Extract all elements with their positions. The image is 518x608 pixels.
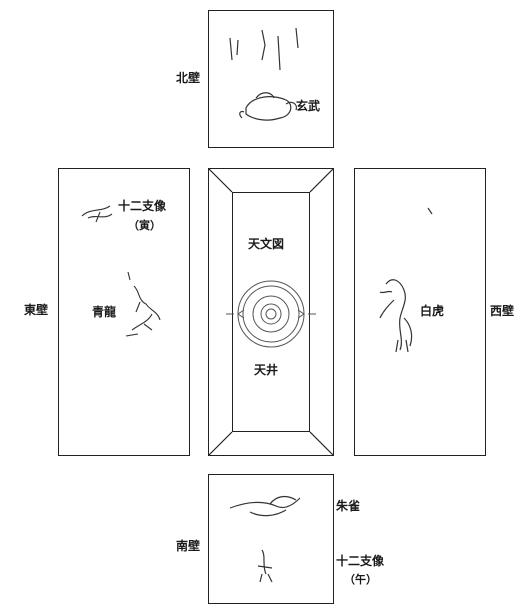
east-wall-label: 東壁 xyxy=(24,303,49,317)
ceiling-label: 天井 xyxy=(254,363,279,377)
north-wall-panel xyxy=(208,10,334,148)
south-figure-label: 朱雀 xyxy=(336,499,361,513)
south-wall-label: 南壁 xyxy=(176,539,201,553)
west-wall-panel xyxy=(354,168,486,456)
north-figure-label: 玄武 xyxy=(296,99,321,113)
west-wall-label: 西壁 xyxy=(490,304,515,318)
south-wall-panel xyxy=(208,474,334,604)
astronomical-chart-label: 天文図 xyxy=(248,237,285,251)
east-figure-label: 青龍 xyxy=(92,305,117,319)
ceiling-inner-panel xyxy=(232,192,310,432)
south-zodiac-label: 十二支像 xyxy=(336,554,385,568)
east-wall-panel xyxy=(58,168,190,456)
north-wall-label: 北壁 xyxy=(176,71,201,85)
east-zodiac-sign: （寅） xyxy=(128,219,161,232)
west-figure-label: 白虎 xyxy=(420,304,445,318)
east-zodiac-label: 十二支像 xyxy=(118,199,167,213)
south-zodiac-sign: （午） xyxy=(344,573,377,586)
